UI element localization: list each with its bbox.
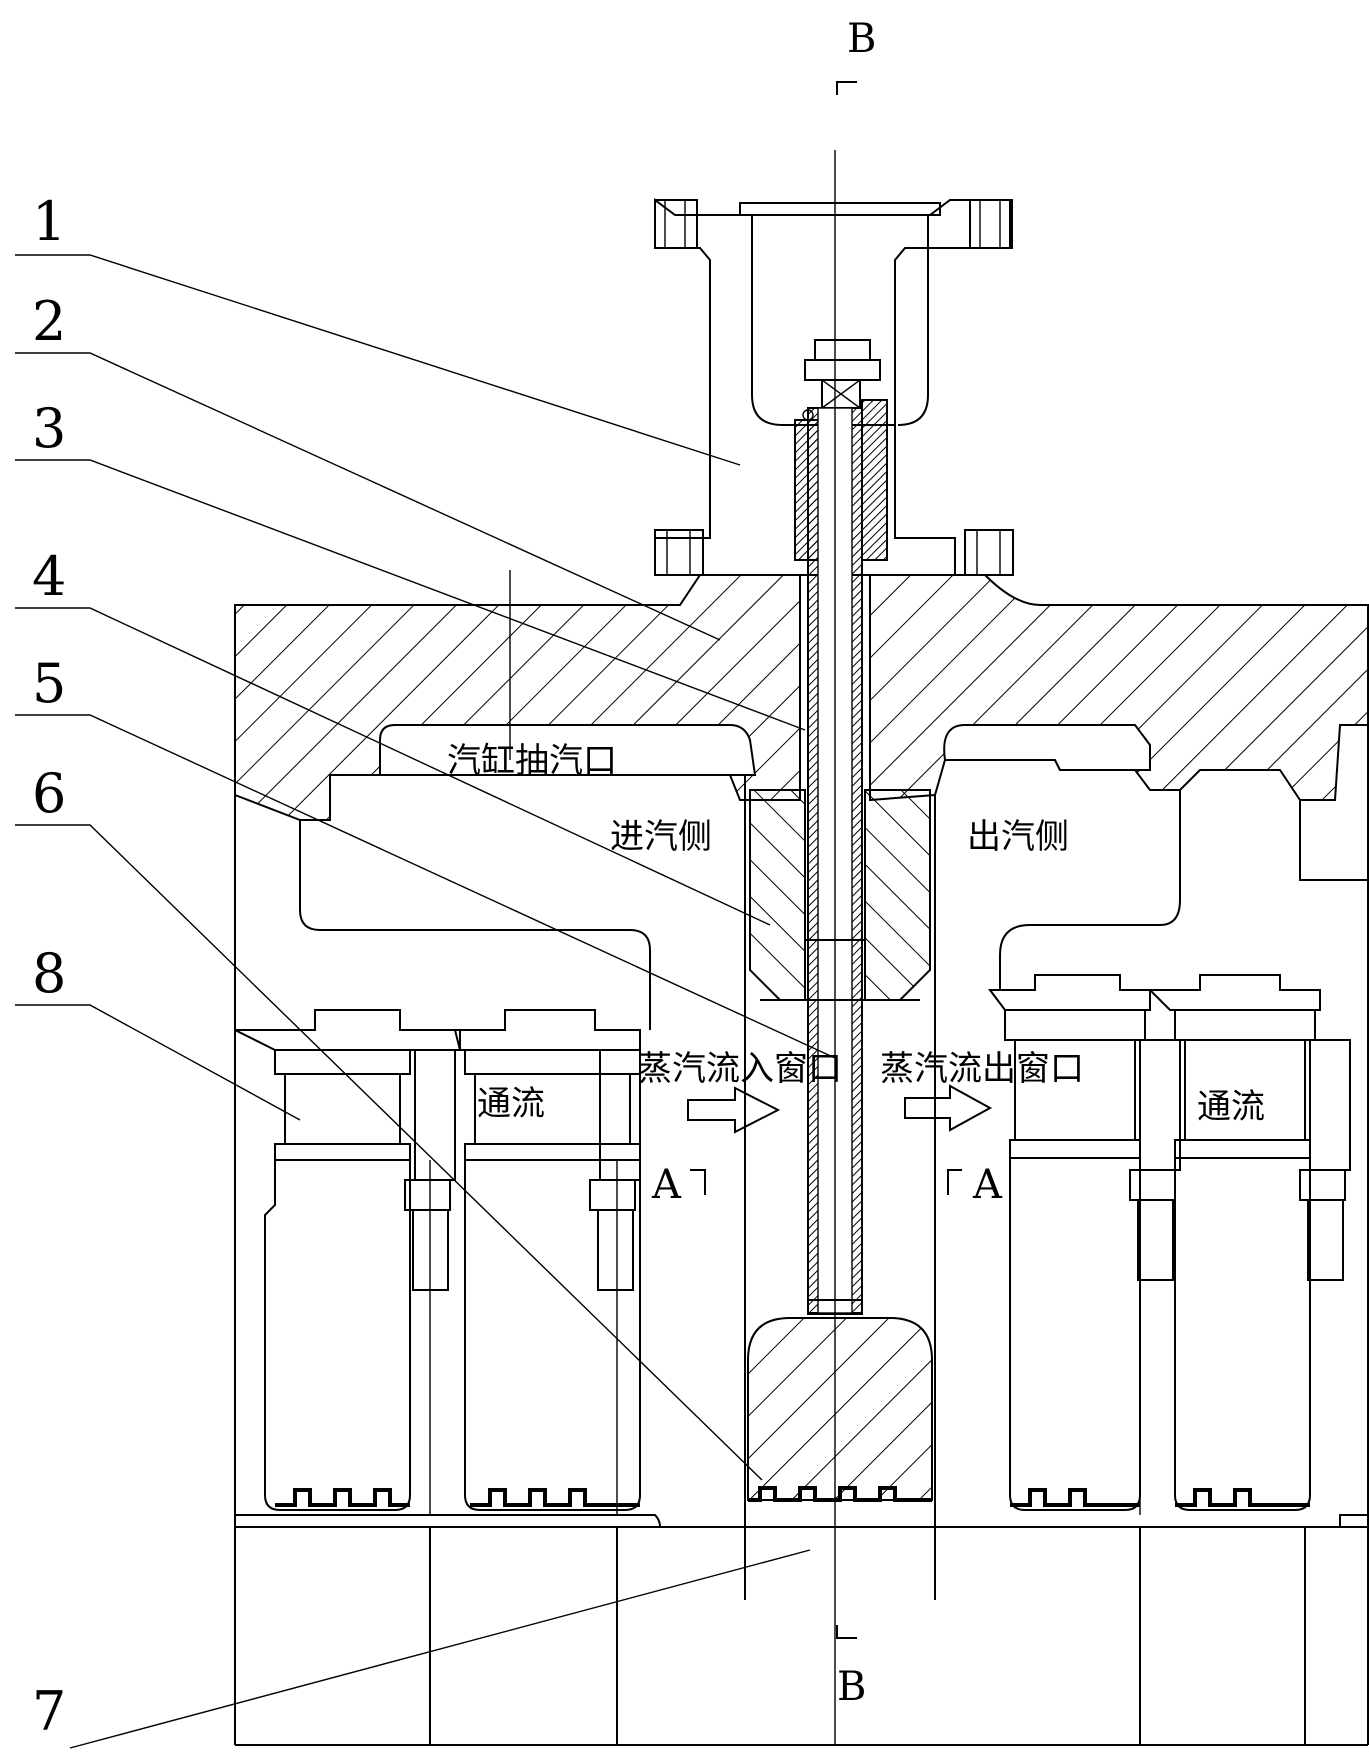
part-number-1: 1 — [32, 190, 66, 253]
part-number-2: 2 — [32, 290, 66, 353]
label-outlet-side: 出汽侧 — [967, 817, 1069, 857]
label-flow-passage-left: 通流 — [477, 1084, 545, 1124]
label-flow-in-window: 蒸汽流入窗口 — [638, 1049, 842, 1089]
part-number-5: 5 — [32, 652, 66, 715]
section-b-top-marker — [836, 81, 857, 95]
flow-out-arrow — [904, 1084, 993, 1132]
section-b-bottom-letter: B — [837, 1664, 866, 1710]
flow-in-arrow — [687, 1086, 781, 1134]
section-a-right-marker — [947, 1169, 962, 1195]
part-number-4: 4 — [32, 545, 66, 608]
right-stage-1 — [988, 974, 1181, 1511]
section-a-right-letter: A — [972, 1162, 1003, 1208]
leader-lines — [15, 254, 836, 1749]
left-stage-2 — [453, 1009, 641, 1511]
valve-body — [749, 789, 931, 1001]
rotor-base — [234, 1160, 1368, 1746]
part-number-3: 3 — [32, 397, 66, 460]
label-extraction-port: 汽缸抽汽口 — [447, 741, 617, 781]
label-flow-out-window: 蒸汽流出窗口 — [880, 1049, 1084, 1089]
right-stage-2 — [1147, 974, 1351, 1511]
cylinder-top-wall — [234, 574, 1369, 1745]
section-b-top-letter: B — [847, 16, 876, 62]
left-stage-1 — [234, 1009, 461, 1511]
section-a-left-letter: A — [651, 1162, 682, 1208]
bottom-plug — [747, 1317, 933, 1502]
part-number-8: 8 — [32, 942, 66, 1005]
part-number-7: 7 — [32, 1680, 66, 1743]
part-number-6: 6 — [32, 762, 66, 825]
label-flow-passage-right: 通流 — [1197, 1087, 1265, 1127]
top-flange-assembly — [654, 198, 1014, 576]
section-a-left-marker — [690, 1169, 706, 1195]
label-inlet-side: 进汽侧 — [610, 817, 712, 857]
section-b-bottom-marker — [836, 1625, 857, 1639]
outlet-chamber — [934, 790, 1368, 1600]
